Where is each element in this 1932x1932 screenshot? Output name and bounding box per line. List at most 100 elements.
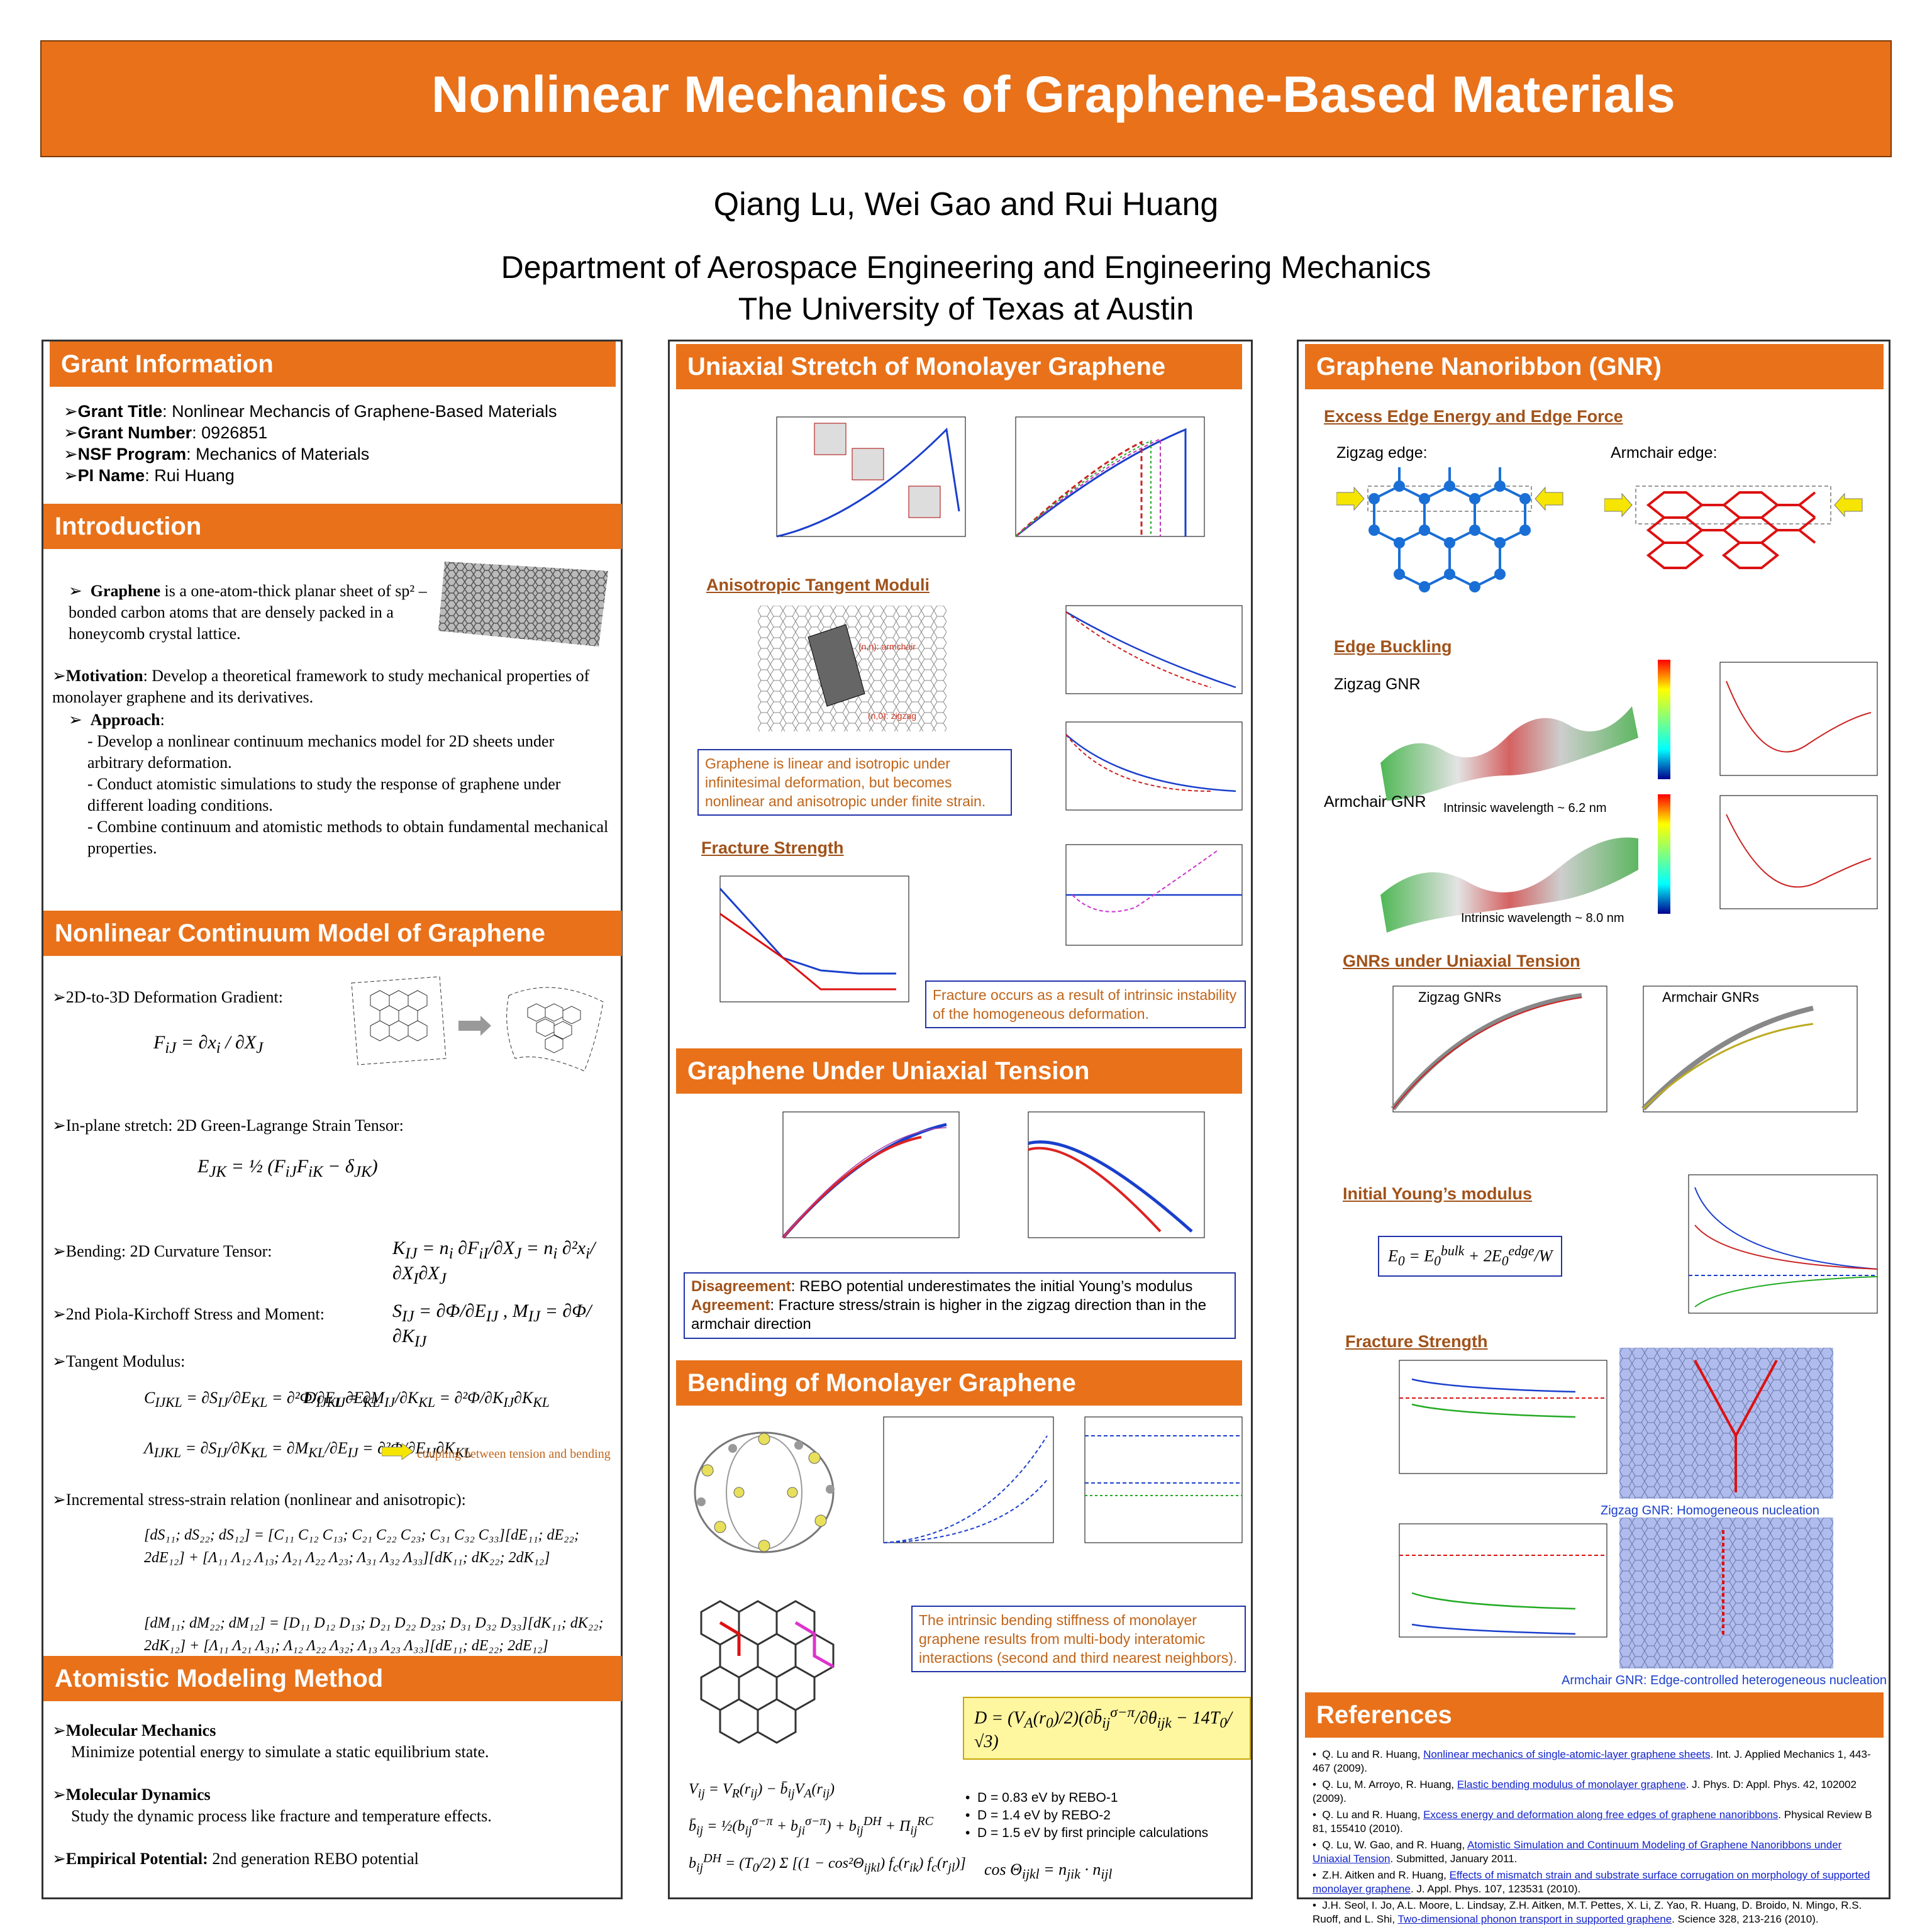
armchair-label: (n,n): armchair [858,641,916,652]
zigzag-fracture-plot [1399,1360,1607,1474]
authors: Qiang Lu, Wei Gao and Rui Huang [713,186,1219,223]
atomistic-list: ➢Molecular Mechanics Minimize potential … [52,1721,492,1868]
grant-heading: Grant Information [50,341,616,387]
armchair-gnr-tension-plot: Armchair GNRs [1641,985,1858,1113]
approach-item: - Conduct atomistic simulations to study… [87,775,561,814]
zigzag-edge-label: Zigzag edge: [1336,444,1428,462]
armchair-nucleation-figure [1619,1518,1833,1668]
fracture-strength-plot [719,875,909,1002]
title-banner: Nonlinear Mechanics of Graphene-Based Ma… [40,40,1892,157]
reference-link[interactable]: Two-dimensional phonon transport in supp… [1397,1913,1672,1925]
eq-tangent-c: CIJKL = ∂SIJ/∂EKL = ∂²Φ/∂EIJ∂EKL [144,1389,380,1411]
tension-stress-plot [782,1111,960,1239]
eq-curvature: KIJ = ni ∂FiI/∂XJ = ni ∂²xi/∂XI∂XJ [392,1238,596,1287]
c22-plot [1065,721,1243,811]
intro-graphene: ➢ Graphene is a one-atom-thick planar sh… [69,582,427,643]
grant-item: ➢Grant Title: Nonlinear Mechancis of Gra… [64,402,557,421]
reference-link[interactable]: Elastic bending modulus of monolayer gra… [1457,1779,1686,1790]
deformation-figure [351,976,604,1072]
eq-bending-stiffness: D = (VA(r0)/2)(∂b̄ijσ−π/∂θijk − 14T0/√3) [963,1697,1251,1760]
zigzag-buckling-figure [1380,706,1638,801]
eq-young-modulus: E0 = E0bulk + 2E0edge/W [1378,1236,1563,1277]
note-bending-stiffness: The intrinsic bending stiffness of monol… [911,1606,1246,1672]
approach-item: - Develop a nonlinear continuum mechanic… [87,732,555,772]
continuum-item-3: ➢Bending: 2D Curvature Tensor: [52,1242,272,1260]
armchair-buckling-figure [1380,837,1638,933]
young-modulus-title: Initial Young’s modulus [1343,1184,1533,1203]
zigzag-nucleation-caption: Zigzag GNR: Homogeneous nucleation [1601,1504,1819,1518]
dept-line-2: The University of Texas at Austin [738,291,1194,326]
tension-modulus-plot [1028,1111,1205,1238]
reference-item: • Q. Lu and R. Huang, Nonlinear mechanic… [1313,1748,1871,1774]
nanotube-figure [694,1431,835,1553]
zigzag-gnr-tension-plot: Zigzag GNRs [1391,985,1607,1113]
note-fracture-instability: Fracture occurs as a result of intrinsic… [925,980,1246,1028]
reference-item: • Q. Lu and R. Huang, Excess energy and … [1313,1809,1872,1835]
zigzag-gnr-label: Zigzag GNR [1334,675,1421,693]
bending-values: • D = 0.83 eV by REBO-1 • D = 1.4 eV by … [965,1789,1208,1842]
tension-note: Disagreement: REBO potential underestima… [684,1272,1236,1339]
colorbar-armchair [1658,794,1670,914]
bending-heading: Bending of Monolayer Graphene [676,1360,1242,1406]
armchair-gnrs-label: Armchair GNRs [1662,989,1759,1005]
reference-item: • Q. Lu, W. Gao, and R. Huang, Atomistic… [1313,1839,1842,1865]
grant-item: ➢PI Name: Rui Huang [64,466,235,485]
wavelength-zigzag: Intrinsic wavelength ~ 6.2 nm [1443,801,1607,815]
reference-link[interactable]: Effects of mismatch strain and substrate… [1313,1869,1870,1895]
continuum-heading: Nonlinear Continuum Model of Graphene [43,911,622,956]
armchair-nucleation-caption: Armchair GNR: Edge-controlled heterogene… [1562,1674,1887,1687]
zigzag-gnrs-label: Zigzag GNRs [1418,989,1501,1005]
gnr-heading: Graphene Nanoribbon (GNR) [1305,344,1884,389]
reference-item: • Z.H. Aitken and R. Huang, Effects of m… [1313,1869,1870,1895]
armchair-excess-energy-plot [1719,795,1878,909]
intro-motivation: ➢Motivation: Develop a theoretical frame… [52,667,590,706]
strain-energy-plot [883,1416,1054,1543]
grant-item: ➢NSF Program: Mechanics of Materials [64,445,370,464]
references-heading: References [1305,1692,1884,1738]
edge-energy-title: Excess Edge Energy and Edge Force [1324,407,1623,426]
c12-plot [1065,844,1243,946]
zigzag-nucleation-figure [1619,1348,1833,1499]
stress-strain-plot [1014,416,1205,538]
uniaxial-heading: Uniaxial Stretch of Monolayer Graphene [676,344,1242,389]
reference-link[interactable]: Atomistic Simulation and Continuum Model… [1313,1839,1842,1865]
continuum-item-1: ➢2D-to-3D Deformation Gradient: [52,988,283,1006]
energy-strain-plot [776,416,966,538]
dept-line-1: Department of Aerospace Engineering and … [501,250,1431,285]
bending-value-item: • D = 0.83 eV by REBO-1 [965,1790,1118,1805]
left-column: Grant Information ➢Grant Title: Nonlinea… [42,340,623,1899]
eq-incremental-stress: [dS₁₁; dS₂₂; dS₁₂] = [C₁₁ C₁₂ C₁₃; C₂₁ C… [144,1527,579,1566]
colorbar-zigzag [1658,660,1670,779]
intro-approach: ➢ Approach: - Develop a nonlinear contin… [69,709,609,859]
armchair-fracture-plot [1399,1523,1607,1638]
bending-value-item: • D = 1.5 eV by first principle calculat… [965,1826,1209,1840]
reference-link[interactable]: Nonlinear mechanics of single-atomic-lay… [1423,1748,1711,1760]
coupling-note: coupling between tension and bending [417,1447,611,1461]
armchair-gnr-label: Armchair GNR [1324,793,1426,811]
reference-item: • J.H. Seol, I. Jo, A.L. Moore, L. Linds… [1313,1899,1862,1925]
tangent-moduli-title: Anisotropic Tangent Moduli [706,575,930,594]
arrow-icon [382,1443,413,1460]
reference-link[interactable]: Excess energy and deformation along free… [1423,1809,1779,1821]
continuum-item-5: ➢Tangent Modulus: [52,1352,186,1370]
eq-stress-moment: SIJ = ∂Φ/∂EIJ , MIJ = ∂Φ/∂KIJ [392,1301,592,1350]
eq-tangent-d: DIJKL = ∂MIJ/∂KKL = ∂²Φ/∂KIJ∂KKL [304,1389,550,1411]
lattice-orientation-figure: (n,n): armchair (n,0): zigzag [758,606,947,731]
zigzag-label: (n,0): zigzag [868,711,916,721]
zigzag-edge-figure [1336,467,1563,592]
reference-item: • Q. Lu, M. Arroyo, R. Huang, Elastic be… [1313,1779,1857,1804]
graphene-sheet-figure [438,562,608,647]
note-linear-isotropic: Graphene is linear and isotropic under i… [697,749,1012,816]
middle-column: Uniaxial Stretch of Monolayer Graphene A… [668,340,1253,1899]
affiliation: Department of Aerospace Engineering and … [0,247,1932,330]
intro-heading: Introduction [43,504,622,549]
eq-rebo-potential: Vij = VR(rij) − b̄ijVA(rij) b̄ij = ½(bij… [689,1781,966,1875]
poster-title: Nonlinear Mechanics of Graphene-Based Ma… [431,66,1675,123]
continuum-item-4: ➢2nd Piola-Kirchoff Stress and Moment: [52,1305,325,1323]
continuum-item-6: ➢Incremental stress-strain relation (non… [52,1491,466,1509]
approach-item: - Combine continuum and atomistic method… [87,818,609,857]
fracture-strength-title: Fracture Strength [701,838,844,857]
wavelength-armchair: Intrinsic wavelength ~ 8.0 nm [1461,911,1624,925]
right-column: Graphene Nanoribbon (GNR) Excess Edge En… [1297,340,1890,1925]
bending-modulus-plot [1084,1416,1243,1543]
